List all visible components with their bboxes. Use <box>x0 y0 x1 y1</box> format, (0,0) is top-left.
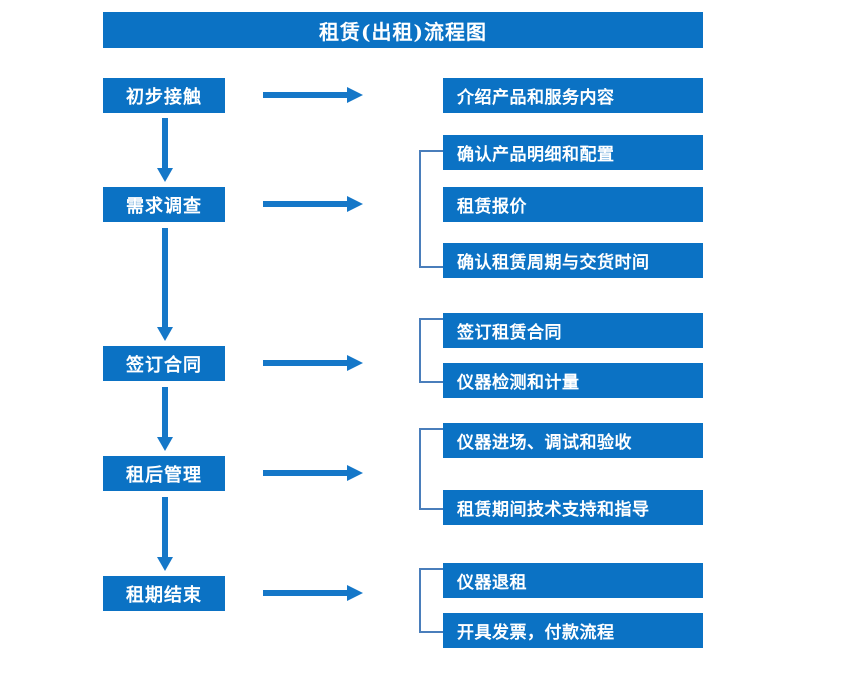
down-arrow-icon-4 <box>157 497 173 571</box>
right-arrow-icon-4 <box>263 465 363 481</box>
detail-box-3[interactable]: 租赁报价 <box>443 187 703 222</box>
bracket-connector-icon-4 <box>419 568 443 633</box>
down-arrow-icon-2 <box>157 228 173 341</box>
right-arrow-icon-1 <box>263 87 363 103</box>
detail-box-5[interactable]: 签订租赁合同 <box>443 313 703 348</box>
right-arrow-icon-5 <box>263 585 363 601</box>
right-arrow-icon-3 <box>263 355 363 371</box>
detail-box-8[interactable]: 租赁期间技术支持和指导 <box>443 490 703 525</box>
detail-box-10[interactable]: 开具发票，付款流程 <box>443 613 703 648</box>
stage-box-4[interactable]: 租后管理 <box>103 456 225 491</box>
page-title: 租赁(出租)流程图 <box>103 12 703 48</box>
detail-box-1[interactable]: 介绍产品和服务内容 <box>443 78 703 113</box>
bracket-connector-icon-3 <box>419 428 443 510</box>
right-arrow-icon-2 <box>263 196 363 212</box>
stage-box-2[interactable]: 需求调查 <box>103 187 225 222</box>
down-arrow-icon-3 <box>157 387 173 451</box>
down-arrow-icon-1 <box>157 118 173 182</box>
detail-box-4[interactable]: 确认租赁周期与交货时间 <box>443 243 703 278</box>
detail-box-9[interactable]: 仪器退租 <box>443 563 703 598</box>
bracket-connector-icon-1 <box>419 150 443 268</box>
detail-box-2[interactable]: 确认产品明细和配置 <box>443 135 703 170</box>
bracket-connector-icon-2 <box>419 318 443 383</box>
detail-box-7[interactable]: 仪器进场、调试和验收 <box>443 423 703 458</box>
detail-box-6[interactable]: 仪器检测和计量 <box>443 363 703 398</box>
stage-box-5[interactable]: 租期结束 <box>103 576 225 611</box>
stage-box-3[interactable]: 签订合同 <box>103 346 225 381</box>
stage-box-1[interactable]: 初步接触 <box>103 78 225 113</box>
